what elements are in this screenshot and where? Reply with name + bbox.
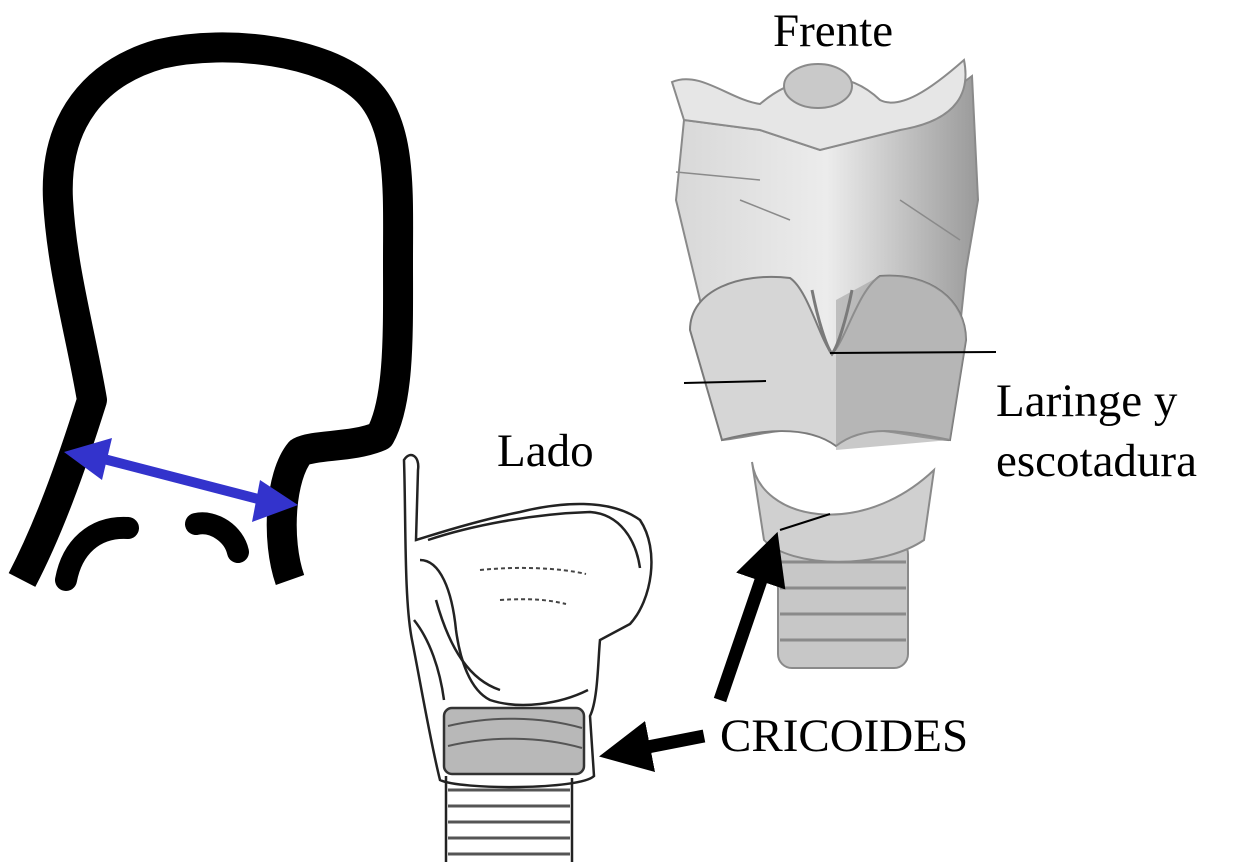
label-laringe-escotadura: Laringe y escotadura <box>996 372 1197 491</box>
label-laringe-line1: Laringe y <box>996 372 1197 432</box>
label-cricoides: CRICOIDES <box>720 713 968 760</box>
larynx-front-illustration <box>672 60 996 668</box>
label-frente: Frente <box>773 8 893 55</box>
head-silhouette-icon <box>22 47 398 580</box>
label-laringe-line2: escotadura <box>996 432 1197 492</box>
larynx-side-illustration <box>404 455 651 862</box>
label-lado: Lado <box>497 428 594 475</box>
double-headed-arrow-icon <box>64 438 298 522</box>
